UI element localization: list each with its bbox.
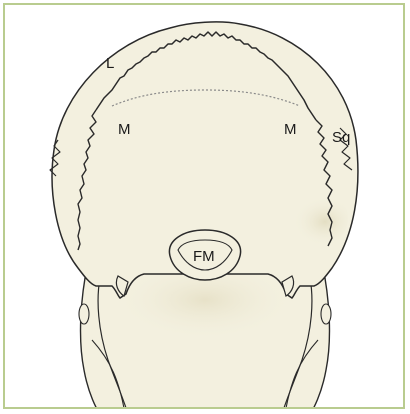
left-notch (79, 304, 89, 324)
label-mastoid-right: M (284, 121, 297, 138)
label-mastoid-left: M (118, 121, 131, 138)
vault-shading (256, 182, 348, 254)
label-foramen-magnum: FM (193, 248, 215, 265)
label-lambdoid: L (106, 55, 114, 72)
right-notch (321, 304, 331, 324)
label-squamous: Sq (332, 129, 350, 146)
